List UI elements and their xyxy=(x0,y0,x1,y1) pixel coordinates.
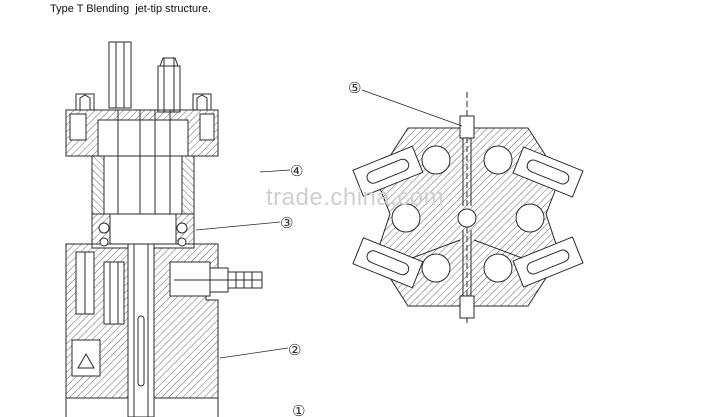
callout-4: ④ xyxy=(290,162,303,180)
callout-1: ① xyxy=(292,402,305,417)
callout-2: ② xyxy=(288,341,301,359)
section-view xyxy=(65,41,263,417)
top-view xyxy=(352,92,584,325)
leader-line-right xyxy=(361,89,463,127)
watermark-text: trade.china.com xyxy=(266,184,445,211)
diagram-title: Type T Blending jet-tip structure. xyxy=(50,3,212,15)
callout-3: ③ xyxy=(280,214,293,232)
callout-5: ⑤ xyxy=(348,79,361,97)
leader-lines-left xyxy=(195,169,291,359)
